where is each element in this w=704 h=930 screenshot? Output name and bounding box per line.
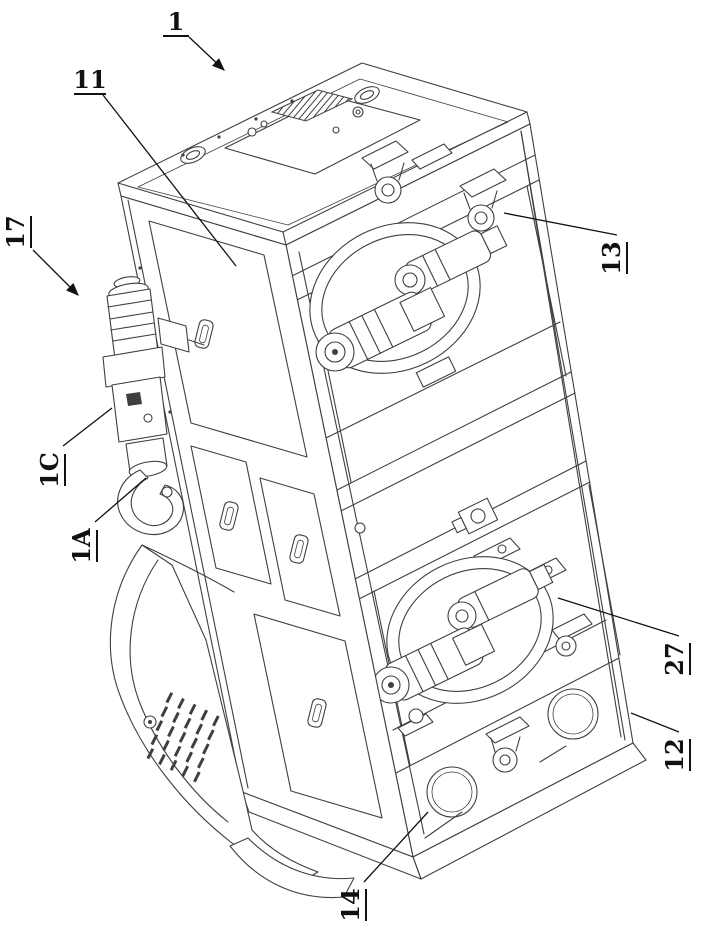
blower-housing: [109, 544, 355, 899]
leader-line-1: [188, 36, 225, 71]
label-13: 13: [503, 212, 628, 275]
leader-line-17: [32, 249, 79, 296]
guide-roller-13: [459, 168, 507, 232]
access-panel-11: [148, 220, 308, 458]
ref-number: 27: [660, 642, 689, 675]
vent-grille: [270, 89, 354, 122]
access-panel: [259, 477, 341, 617]
panel-handle: [289, 534, 309, 564]
ref-number: 11: [73, 65, 106, 94]
leader-line-1a: [94, 477, 147, 523]
device-mount-bracket: [157, 317, 190, 353]
bottom-bay: [424, 688, 599, 839]
label-1a: 1A: [67, 477, 147, 564]
top-cap: [180, 146, 206, 164]
guide-roller: [361, 140, 409, 204]
leader-line-14: [363, 811, 429, 883]
ref-number: 13: [597, 241, 626, 274]
base-skirt: [241, 742, 647, 880]
label-11: 11: [73, 65, 237, 267]
access-panel: [253, 613, 383, 819]
leader-line-12: [630, 712, 680, 733]
access-panel: [190, 445, 272, 585]
device-hook-1a: [117, 469, 185, 536]
upper-roller-unit: [309, 140, 561, 441]
ref-number: 1: [168, 7, 185, 36]
ref-number: 1C: [35, 452, 64, 488]
ref-number: 14: [336, 888, 365, 921]
panel-handle: [219, 501, 239, 531]
label-17: 17: [1, 215, 79, 296]
label-1c: 1C: [35, 407, 113, 488]
side-mounted-device: [102, 276, 205, 536]
label-27: 27: [557, 597, 691, 676]
lower-roller-unit: [372, 537, 607, 737]
gear-motor-lower-b: [457, 563, 554, 628]
leader-line-11: [102, 94, 237, 267]
ref-number: 17: [1, 215, 30, 248]
gear-motor-lower-a: [384, 623, 496, 701]
top-cover: [117, 62, 531, 246]
bottom-roller: [485, 716, 530, 773]
label-12: 12: [630, 712, 691, 772]
top-tray: [224, 89, 421, 175]
drum-bracket: [415, 356, 457, 388]
device-flange: [102, 346, 166, 388]
top-cap: [354, 86, 380, 104]
panel-handle: [307, 698, 327, 728]
device-body-1c: [111, 376, 168, 443]
device-window: [126, 392, 142, 406]
top-bolts: [181, 99, 294, 157]
ref-number: 12: [660, 738, 689, 771]
mid-panel-details: [354, 497, 499, 535]
label-14: 14: [336, 811, 429, 922]
leader-line-1c: [62, 407, 113, 447]
vent-slots: [146, 692, 229, 787]
bottom-flap: [229, 837, 355, 899]
leader-line-13: [503, 212, 618, 236]
leader-line-27: [557, 597, 680, 637]
reference-labels: 1 11 17 1C 1A: [1, 7, 691, 922]
ref-number: 1A: [67, 528, 96, 564]
panel-handle: [194, 319, 214, 349]
small-actuator: [451, 497, 499, 535]
label-1: 1: [163, 7, 225, 71]
gear-motor-upper-a: [328, 287, 446, 369]
